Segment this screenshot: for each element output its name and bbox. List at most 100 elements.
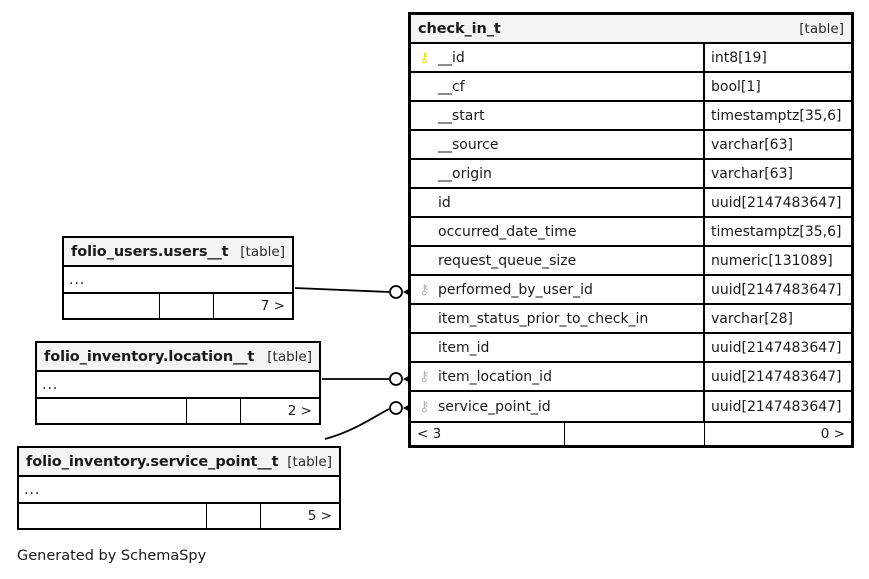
key-icon-none: ⚷	[417, 80, 432, 94]
key-icon-none: ⚷	[417, 138, 432, 152]
table-footer-check-in-t: < 3 0 >	[411, 421, 851, 445]
column-name-label: request_queue_size	[438, 252, 577, 269]
column-name-cell: ⚷ __source	[411, 131, 705, 158]
table-check-in-t[interactable]: check_in_t [table] ⚷ __id int8[19] ⚷ __cf boo…	[408, 12, 854, 448]
column-type-cell: int8[19]	[711, 49, 767, 66]
column-name-label: performed_by_user_id	[438, 281, 593, 298]
footer-middle-cell	[207, 504, 261, 528]
relationship-users-to-performed-by-user-id	[294, 285, 414, 299]
table-footer-folio-users-users-t: 7 >	[64, 294, 292, 318]
column-type-cell: bool[1]	[711, 78, 761, 95]
footer-child-count[interactable]: 7 >	[260, 298, 285, 314]
relationship-location-to-item-location-id	[322, 372, 414, 386]
column-type-cell: uuid[2147483647]	[711, 281, 842, 298]
key-icon-none: ⚷	[417, 109, 432, 123]
footer-left-cell	[19, 504, 207, 528]
column-name-label: __origin	[438, 165, 492, 182]
column-name-cell: ⚷ __origin	[411, 160, 705, 187]
column-name-cell: ⚷ item_location_id	[411, 363, 705, 390]
table-header-folio-users-users-t: folio_users.users__t [table]	[64, 238, 292, 267]
table-folio-inventory-location-t[interactable]: folio_inventory.location__t [table] ... …	[35, 341, 321, 425]
column-name-label: id	[438, 194, 451, 211]
table-row[interactable]: ⚷ occurred_date_time timestamptz[35,6]	[411, 218, 851, 247]
column-name-cell: ⚷ performed_by_user_id	[411, 276, 705, 303]
column-type-cell: numeric[131089]	[711, 252, 833, 269]
column-type-cell: varchar[63]	[711, 136, 793, 153]
column-type-cell: uuid[2147483647]	[711, 194, 842, 211]
table-row[interactable]: ⚷ __id int8[19]	[411, 44, 851, 73]
collapsed-columns-ellipsis: ...	[19, 477, 339, 504]
collapsed-columns-ellipsis: ...	[37, 372, 319, 399]
column-name-cell: ⚷ request_queue_size	[411, 247, 705, 274]
table-kind-label: [table]	[287, 453, 332, 470]
footer-child-count[interactable]: 2 >	[287, 403, 312, 419]
table-row[interactable]: ⚷ __start timestamptz[35,6]	[411, 102, 851, 131]
column-name-label: occurred_date_time	[438, 223, 577, 240]
column-type-cell: uuid[2147483647]	[711, 368, 842, 385]
key-icon-foreign: ⚷	[419, 281, 430, 298]
footer-left-cell	[64, 294, 160, 318]
table-row[interactable]: ⚷ performed_by_user_id uuid[2147483647]	[411, 276, 851, 305]
key-icon-primary: ⚷	[419, 49, 430, 66]
column-name-cell: ⚷ __id	[411, 44, 705, 71]
column-type-cell: varchar[63]	[711, 165, 793, 182]
column-name-label: __start	[438, 107, 485, 124]
table-title: folio_users.users__t	[71, 243, 229, 260]
footer-child-count[interactable]: 0 >	[820, 426, 845, 442]
column-name-label: __source	[438, 136, 499, 153]
column-name-cell: ⚷ __cf	[411, 73, 705, 100]
column-name-cell: ⚷ id	[411, 189, 705, 216]
key-icon-none: ⚷	[417, 225, 432, 239]
column-type-cell: uuid[2147483647]	[711, 398, 842, 415]
table-row[interactable]: ⚷ __cf bool[1]	[411, 73, 851, 102]
relationship-service-point-to-service-point-id	[324, 401, 414, 440]
table-header-folio-inventory-location-t: folio_inventory.location__t [table]	[37, 343, 319, 372]
column-type-cell: uuid[2147483647]	[711, 339, 842, 356]
table-title: folio_inventory.service_point__t	[26, 453, 279, 470]
key-icon-none: ⚷	[417, 196, 432, 210]
table-folio-inventory-service-point-t[interactable]: folio_inventory.service_point__t [table]…	[17, 446, 341, 530]
column-name-cell: ⚷item_status_prior_to_check_in	[411, 305, 705, 332]
table-kind-label: [table]	[240, 243, 285, 260]
table-footer-folio-inventory-location-t: 2 >	[37, 399, 319, 423]
generated-by-credit: Generated by SchemaSpy	[17, 548, 207, 564]
footer-child-count[interactable]: 5 >	[307, 508, 332, 524]
key-icon-foreign: ⚷	[419, 368, 430, 385]
table-row[interactable]: ⚷ item_location_id uuid[2147483647]	[411, 363, 851, 392]
table-kind-label: [table]	[267, 348, 312, 365]
table-row[interactable]: ⚷item_status_prior_to_check_in varchar[28…	[411, 305, 851, 334]
column-name-cell: ⚷ __start	[411, 102, 705, 129]
footer-middle-cell	[160, 294, 214, 318]
key-icon-foreign: ⚷	[419, 398, 430, 415]
column-name-label: __cf	[438, 78, 465, 95]
table-title: check_in_t	[418, 20, 501, 37]
table-column-list: ⚷__idint8[19]⚷__cfbool[1]⚷__starttimesta…	[411, 44, 851, 421]
table-row[interactable]: ⚷ __source varchar[63]	[411, 131, 851, 160]
footer-parent-count[interactable]: < 3	[411, 423, 565, 445]
column-name-cell: ⚷service_point_id	[411, 392, 705, 421]
table-header-check-in-t: check_in_t [table]	[411, 15, 851, 44]
table-title: folio_inventory.location__t	[44, 348, 255, 365]
column-type-cell: timestamptz[35,6]	[711, 107, 842, 124]
table-folio-users-users-t[interactable]: folio_users.users__t [table] ... 7 >	[62, 236, 294, 320]
collapsed-columns-ellipsis: ...	[64, 267, 292, 294]
column-name-label: __id	[438, 49, 465, 66]
table-footer-folio-inventory-service-point-t: 5 >	[19, 504, 339, 528]
table-row[interactable]: ⚷ request_queue_size numeric[131089]	[411, 247, 851, 276]
column-type-cell: timestamptz[35,6]	[711, 223, 842, 240]
table-row[interactable]: ⚷service_point_id uuid[2147483647]	[411, 392, 851, 421]
column-type-cell: varchar[28]	[711, 310, 793, 327]
table-row[interactable]: ⚷ __origin varchar[63]	[411, 160, 851, 189]
column-name-label: item_location_id	[438, 368, 552, 385]
footer-middle-cell	[187, 399, 241, 423]
table-kind-label: [table]	[799, 20, 844, 37]
column-name-cell: ⚷ item_id	[411, 334, 705, 361]
table-row[interactable]: ⚷ id uuid[2147483647]	[411, 189, 851, 218]
key-icon-none: ⚷	[417, 312, 432, 326]
table-row[interactable]: ⚷ item_id uuid[2147483647]	[411, 334, 851, 363]
column-name-label: item_id	[438, 339, 490, 356]
key-icon-none: ⚷	[417, 167, 432, 181]
key-icon-none: ⚷	[417, 254, 432, 268]
key-icon-none: ⚷	[417, 341, 432, 355]
table-header-folio-inventory-service-point-t: folio_inventory.service_point__t [table]	[19, 448, 339, 477]
